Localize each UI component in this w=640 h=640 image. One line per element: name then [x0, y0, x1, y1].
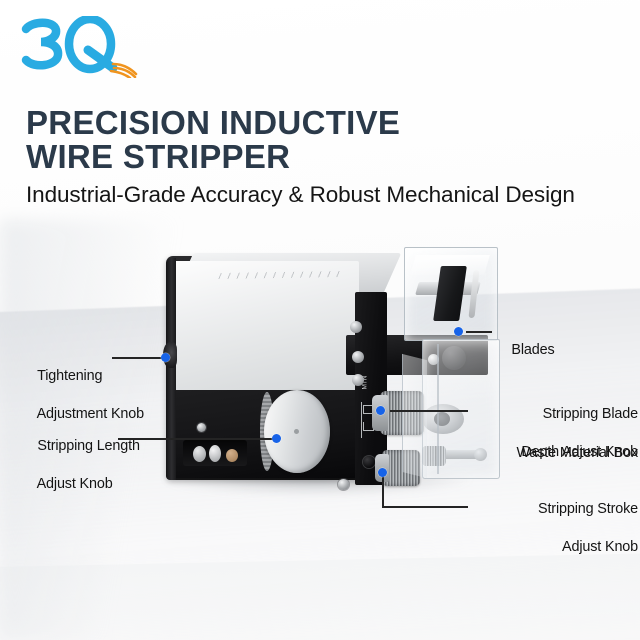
hotspot-blades[interactable] — [454, 327, 463, 336]
panel-port-icon — [363, 456, 375, 468]
callout-stripping-length-adjust-knob: Stripping Length Adjust Knob — [22, 418, 140, 513]
hotspot-stripping-blade-depth-adjust-knob[interactable] — [376, 406, 385, 415]
callout-line-1: Stripping Blade — [542, 406, 639, 422]
callout-stripping-stroke-adjust-knob: Stripping Stroke Adjust Knob — [398, 481, 638, 576]
leader-line-stripping-length — [118, 438, 276, 440]
callout-waste-material-box: Waste Material Box — [398, 425, 638, 482]
blades-part — [433, 266, 467, 321]
machine-vent-slot — [183, 440, 247, 466]
left-vignette — [0, 220, 180, 640]
wire-stripper-machine: MIN — [150, 247, 500, 535]
headline-line-1: PRECISION INDUCTIVE — [26, 104, 401, 141]
leader-line-stroke-horizontal — [382, 506, 468, 508]
blade-slit — [468, 270, 480, 318]
slot-roller-b — [209, 445, 221, 462]
callout-line-1: Stripping Stroke — [538, 501, 638, 517]
screw-icon — [352, 374, 364, 386]
callout-line-2: Adjust Knob — [36, 476, 113, 492]
callout-line-1: Tightening — [37, 368, 103, 384]
leader-line-blade-depth — [390, 410, 468, 412]
screw-icon — [350, 321, 362, 333]
3q-logo — [18, 16, 168, 78]
page-title: PRECISION INDUCTIVE WIRE STRIPPER — [26, 106, 400, 174]
machine-silver-face — [171, 261, 359, 397]
machine-left-edge — [166, 258, 176, 480]
page-subtitle: Industrial-Grade Accuracy & Robust Mecha… — [26, 182, 575, 207]
screw-icon — [352, 351, 364, 363]
callout-blades: Blades — [496, 322, 555, 379]
waste-material-box-part[interactable] — [402, 247, 500, 482]
leader-line-tightening — [112, 357, 164, 359]
callout-line-2: Adjustment Knob — [36, 406, 145, 422]
callout-stripping-blade-depth-adjust-knob: Stripping Blade Depth Adjust Knob — [398, 386, 638, 481]
callout-line-2: Adjust Knob — [562, 539, 638, 555]
callout-tightening-adjustment-knob: Tightening Adjustment Knob — [22, 348, 145, 443]
callout-line-1: Waste Material Box — [516, 445, 638, 461]
slot-roller-c — [226, 449, 238, 462]
headline-line-2: WIRE STRIPPER — [26, 138, 291, 175]
callout-line-1: Blades — [511, 342, 555, 358]
callout-line-1: Stripping Length — [37, 438, 140, 454]
hotspot-stripping-length-adjust-knob[interactable] — [272, 434, 281, 443]
screw-icon — [338, 479, 349, 490]
stripping-length-adjust-knob-part[interactable] — [264, 390, 330, 473]
hotspot-tightening-adjustment-knob[interactable] — [161, 353, 170, 362]
screw-icon — [197, 423, 206, 432]
leader-line-stroke-vertical — [382, 476, 384, 508]
waste-box-body — [422, 339, 500, 479]
callout-line-2: Depth Adjust Knob — [521, 444, 638, 460]
blade-chamber — [404, 247, 498, 341]
hotspot-stripping-stroke-adjust-knob[interactable] — [378, 468, 387, 477]
slot-roller-a — [193, 446, 206, 462]
leader-line-blades — [466, 331, 492, 333]
